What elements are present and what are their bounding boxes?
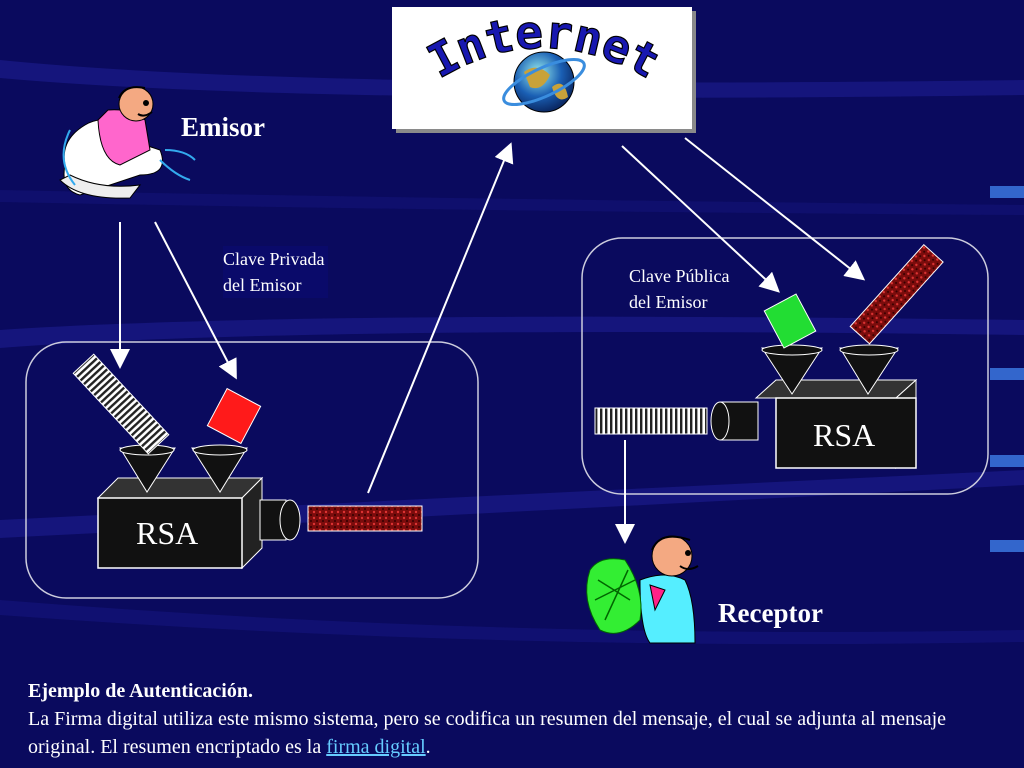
arrow-internet-to-public-key <box>621 145 780 293</box>
flow-arrows <box>110 137 866 544</box>
firma-digital-link[interactable]: firma digital <box>326 736 426 758</box>
emisor-label: Emisor <box>181 112 265 142</box>
right-edge-tabs <box>990 186 1024 552</box>
footer-body: La Firma digital utiliza este mismo sist… <box>28 705 998 761</box>
encrypted-input-right <box>849 243 944 345</box>
rsa-label-right: RSA <box>813 417 876 453</box>
encrypted-output-left <box>307 505 423 532</box>
rsa-machine-left <box>96 444 301 570</box>
sender-person-icon <box>59 86 196 199</box>
footer-title: Ejemplo de Autenticación. <box>28 680 253 702</box>
internet-wordart: Internet <box>418 4 669 113</box>
clave-privada-line2: del Emisor <box>223 275 302 295</box>
arrow-internet-to-encrypted <box>684 137 866 281</box>
internet-logo: Internet <box>392 4 692 129</box>
rsa-label-left: RSA <box>136 515 199 551</box>
clave-publica-line2: del Emisor <box>629 292 708 312</box>
footer-body-end: . <box>425 736 431 758</box>
footer-body-text: La Firma digital utiliza este mismo sist… <box>28 708 947 758</box>
globe-icon <box>502 51 586 113</box>
clave-publica-label: Clave Pública del Emisor <box>629 263 729 315</box>
receiver-person-icon <box>586 535 699 644</box>
rsa-machine-right <box>710 344 918 470</box>
decrypted-message-block <box>594 407 708 435</box>
arrow-to-internet <box>367 142 514 494</box>
clave-privada-label: Clave Privada del Emisor <box>223 246 329 298</box>
emisor-frame <box>25 341 479 599</box>
arrow-emisor-to-private-key <box>154 221 237 380</box>
public-key-block <box>763 293 817 349</box>
receptor-frame <box>581 237 989 495</box>
plain-message-block <box>72 353 170 455</box>
clave-publica-line1: Clave Pública <box>629 266 730 286</box>
footer-text: Ejemplo de Autenticación. La Firma digit… <box>28 677 998 761</box>
private-key-block <box>206 387 262 445</box>
receptor-label: Receptor <box>718 598 823 628</box>
clave-privada-line1: Clave Privada <box>223 249 325 269</box>
